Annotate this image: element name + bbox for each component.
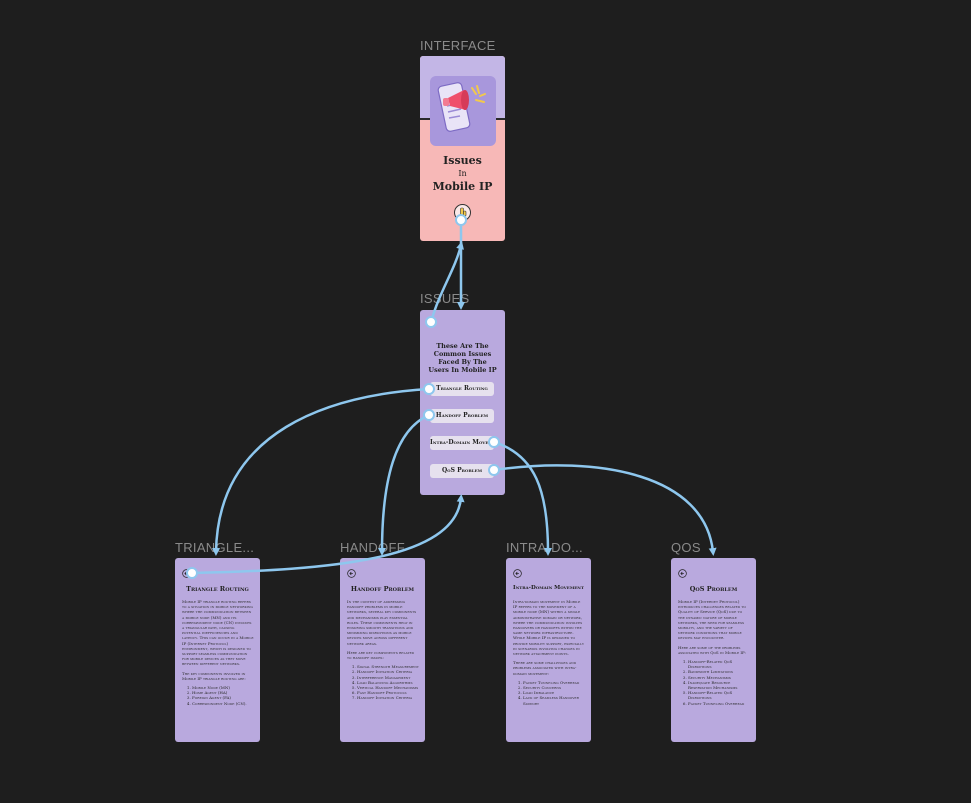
- frame-label-handoff[interactable]: HANDOFF: [340, 540, 405, 555]
- component-list: Signal Strength Measurement Handoff Init…: [347, 664, 419, 700]
- connection-handle[interactable]: [423, 383, 435, 395]
- handoff-screen[interactable]: Handoff Problem In the context of addres…: [340, 558, 425, 742]
- issues-heading: These Are The Common Issues Faced By The…: [428, 342, 497, 374]
- body-paragraph: There are some challenges and problems a…: [513, 660, 577, 676]
- detail-body: Mobile IP triangle routing refers to a s…: [182, 599, 254, 706]
- issue-button-triangle[interactable]: Triangle Routing: [430, 382, 494, 396]
- list-item: Security Concerns: [523, 685, 585, 690]
- component-list: Handoff-Related QoS Disruptions Bandwidt…: [678, 659, 750, 706]
- list-item: Vertical Handoff Mechanisms: [357, 685, 419, 690]
- frame-label-triangle[interactable]: TRIANGLE...: [175, 540, 255, 555]
- connection-issues-to-triangle[interactable]: [212, 387, 430, 556]
- detail-body: In the context of addressing handoff pro…: [347, 599, 419, 701]
- list-item: Load Balancing Algorithms: [357, 680, 419, 685]
- list-item: Handoff-Related QoS Disruptions: [688, 659, 750, 669]
- list-item: Home Agent (HA): [192, 690, 254, 695]
- detail-title: Handoff Problem: [350, 585, 415, 593]
- list-item: Interference Management: [357, 675, 419, 680]
- body-paragraph: Here are some of the problems associated…: [678, 644, 746, 655]
- list-item: Correspondent Node (CN).: [192, 701, 254, 706]
- interface-screen[interactable]: Issues In Mobile IP: [420, 56, 505, 241]
- title-line-2: In: [458, 169, 467, 178]
- connection-handle[interactable]: [425, 316, 437, 328]
- list-item: Packet Tunneling Overhead: [523, 680, 585, 685]
- list-item: Handoff-Related QoS Disruptions: [688, 690, 750, 700]
- frame-label-qos[interactable]: QOS: [671, 540, 701, 555]
- connection-handle[interactable]: [423, 409, 435, 421]
- frame-label-issues[interactable]: ISSUES: [420, 291, 470, 306]
- detail-body: Intra-domain movement in Mobile IP refer…: [513, 599, 585, 706]
- intra-domain-screen[interactable]: Intra-Domain Movement Intra-domain movem…: [506, 558, 591, 742]
- issue-button-qos[interactable]: QoS Problem: [430, 464, 494, 478]
- body-paragraph: The key components involved in Mobile IP…: [182, 670, 246, 681]
- component-list: Mobile Node (MN) Home Agent (HA) Foreign…: [182, 685, 254, 706]
- detail-body: Mobile IP (Internet Protocol) introduces…: [678, 599, 750, 706]
- component-list: Packet Tunneling Overhead Security Conce…: [513, 680, 585, 706]
- list-item: Lack of Seamless Handover Support: [523, 695, 585, 705]
- body-paragraph: In the context of addressing handoff pro…: [347, 599, 417, 646]
- list-item: Security Mechanisms: [688, 675, 750, 680]
- frame-label-intra[interactable]: INTRA-DO...: [506, 540, 583, 555]
- qos-screen[interactable]: QoS Problem Mobile IP (Internet Protocol…: [671, 558, 756, 742]
- list-item: Load Imbalance: [523, 690, 585, 695]
- list-item: Packet Tunneling Overhead: [688, 701, 750, 706]
- body-paragraph: Here are key components related to hando…: [347, 649, 415, 661]
- list-item: Mobile Node (MN): [192, 685, 254, 690]
- detail-title: Intra-Domain Movement: [513, 585, 584, 591]
- title-line-3: Mobile IP: [432, 180, 493, 193]
- detail-title: Triangle Routing: [186, 585, 249, 593]
- connection-handle[interactable]: [488, 464, 500, 476]
- title-line-1: Issues: [443, 154, 482, 167]
- megaphone-phone-illustration: [430, 76, 496, 146]
- list-item: Handoff Initiation Criteria: [357, 669, 419, 674]
- detail-title: QoS Problem: [689, 585, 738, 593]
- body-paragraph: Mobile IP triangle routing refers to a s…: [182, 599, 254, 667]
- connection-handle[interactable]: [488, 436, 500, 448]
- back-arrow-icon[interactable]: [347, 569, 356, 578]
- frame-label-interface[interactable]: INTERFACE: [420, 38, 496, 53]
- list-item: Signal Strength Measurement: [357, 664, 419, 669]
- issue-button-handoff[interactable]: Handoff Problem: [430, 409, 494, 423]
- triangle-screen[interactable]: Triangle Routing Mobile IP triangle rout…: [175, 558, 260, 742]
- connection-issues-to-qos[interactable]: [493, 464, 717, 556]
- body-paragraph: Mobile IP (Internet Protocol) introduces…: [678, 599, 746, 641]
- issue-button-intra[interactable]: Intra-Domain Movement: [430, 436, 494, 450]
- connection-handle[interactable]: [186, 567, 198, 579]
- back-arrow-icon[interactable]: [513, 569, 522, 578]
- connection-handle[interactable]: [455, 214, 467, 226]
- list-item: Fast Handoff Protocols: [357, 690, 419, 695]
- list-item: Inadequate Resource Reservation Mechanis…: [688, 680, 750, 690]
- body-paragraph: Intra-domain movement in Mobile IP refer…: [513, 599, 584, 657]
- back-arrow-icon[interactable]: [678, 569, 687, 578]
- list-item: Foreign Agent (FA): [192, 695, 254, 700]
- list-item: Handoff Initiation Criteria: [357, 695, 419, 700]
- list-item: Bandwidth Limitations: [688, 669, 750, 674]
